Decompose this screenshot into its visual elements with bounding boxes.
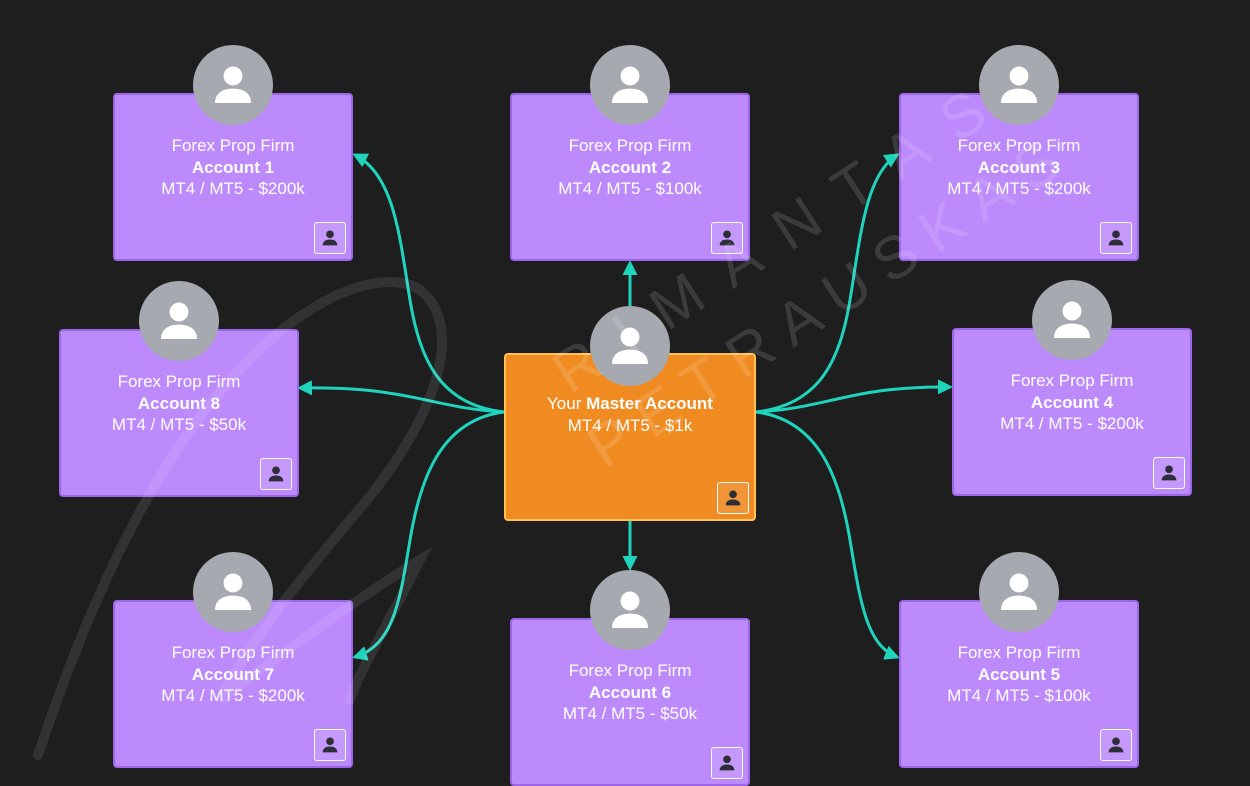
connector-to-account-3 [755, 153, 900, 414]
user-avatar-icon [979, 45, 1059, 125]
master-title-prefix: Your [547, 394, 587, 413]
account-name: Account 4 [1030, 392, 1114, 412]
person-glyph [161, 302, 197, 339]
person-badge-icon[interactable] [711, 747, 743, 779]
account-detail: MT4 / MT5 - $200k [1000, 414, 1144, 433]
user-avatar-icon [193, 552, 273, 632]
account-name: Account 6 [588, 682, 672, 702]
connector-layer [297, 153, 953, 661]
account-firm: Forex Prop Firm [957, 643, 1081, 662]
account-name: Account 8 [137, 393, 221, 413]
copy-trading-diagram: Forex Prop Firm Account 1 MT4 / MT5 - $2… [33, 45, 1192, 786]
account-name: Account 7 [191, 664, 275, 684]
account-name: Account 3 [977, 157, 1061, 177]
account-detail: MT4 / MT5 - $50k [111, 415, 247, 434]
person-glyph [322, 230, 338, 246]
person-glyph [1054, 301, 1090, 338]
account-firm: Forex Prop Firm [171, 643, 295, 662]
person-glyph [719, 755, 735, 771]
connector-to-account-7 [352, 410, 505, 661]
user-avatar-icon [979, 552, 1059, 632]
person-badge-icon[interactable] [717, 482, 749, 514]
person-glyph [725, 490, 741, 506]
person-glyph [215, 66, 251, 103]
connector-to-account-8 [297, 380, 505, 414]
account-detail: MT4 / MT5 - $200k [947, 179, 1091, 198]
person-glyph [322, 737, 338, 753]
account-firm: Forex Prop Firm [1010, 371, 1134, 390]
account-name: Account 2 [588, 157, 672, 177]
account-firm: Forex Prop Firm [171, 136, 295, 155]
user-avatar-icon [590, 306, 670, 386]
person-glyph [1001, 573, 1037, 610]
account-card-7[interactable]: Forex Prop Firm Account 7 MT4 / MT5 - $2… [113, 600, 353, 768]
connector-to-account-1 [352, 153, 505, 414]
master-title-emphasis: Master Account [586, 394, 713, 413]
account-firm: Forex Prop Firm [568, 661, 692, 680]
account-detail: MT4 / MT5 - $100k [947, 686, 1091, 705]
connector-to-account-4 [755, 379, 953, 414]
person-glyph [1161, 465, 1177, 481]
person-glyph [215, 573, 251, 610]
person-badge-icon[interactable] [260, 458, 292, 490]
person-glyph [1001, 66, 1037, 103]
connector-to-account-5 [755, 410, 900, 660]
account-detail: MT4 / MT5 - $100k [558, 179, 702, 198]
account-firm: Forex Prop Firm [117, 372, 241, 391]
account-detail: MT4 / MT5 - $200k [161, 179, 305, 198]
person-glyph [612, 591, 648, 628]
user-avatar-icon [1032, 280, 1112, 360]
account-detail: MT4 / MT5 - $50k [562, 704, 698, 723]
account-name: Account 1 [191, 157, 275, 177]
person-glyph [268, 466, 284, 482]
user-avatar-icon [139, 281, 219, 361]
account-firm: Forex Prop Firm [957, 136, 1081, 155]
account-name: Account 5 [977, 664, 1061, 684]
person-badge-icon[interactable] [1100, 729, 1132, 761]
account-firm: Forex Prop Firm [568, 136, 692, 155]
person-glyph [612, 66, 648, 103]
person-badge-icon[interactable] [314, 729, 346, 761]
user-avatar-icon [193, 45, 273, 125]
account-detail: MT4 / MT5 - $200k [161, 686, 305, 705]
person-glyph [1108, 737, 1124, 753]
person-badge-icon[interactable] [1100, 222, 1132, 254]
person-badge-icon[interactable] [1153, 457, 1185, 489]
master-title: Your Master Account [506, 393, 754, 415]
person-badge-icon[interactable] [711, 222, 743, 254]
person-glyph [719, 230, 735, 246]
person-glyph [612, 327, 648, 364]
master-detail: MT4 / MT5 - $1k [567, 415, 693, 435]
user-avatar-icon [590, 45, 670, 125]
person-glyph [1108, 230, 1124, 246]
person-badge-icon[interactable] [314, 222, 346, 254]
user-avatar-icon [590, 570, 670, 650]
